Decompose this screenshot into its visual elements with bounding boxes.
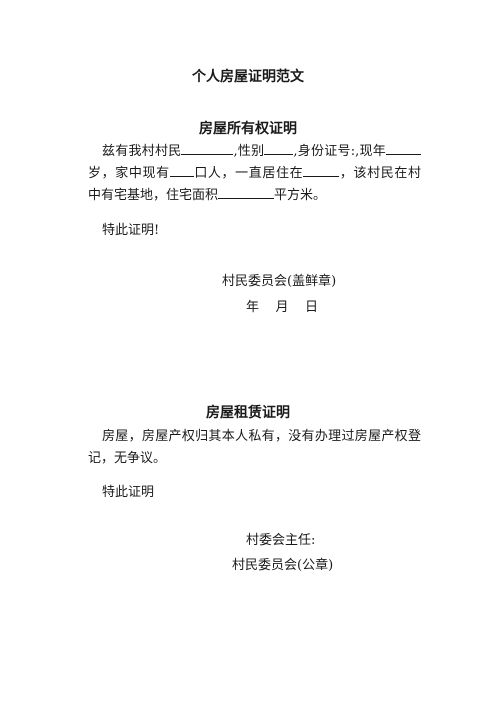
ownership-date: 年 月 日 [246, 300, 319, 315]
rental-closing: 特此证明 [102, 485, 155, 500]
director-signature: 村委会主任: [246, 533, 316, 548]
rental-paragraph: 房屋，房屋产权归其本人私有，没有办理过房屋产权登记，无争议。 [88, 429, 421, 466]
ownership-signature: 村民委员会(盖鲜章) [222, 274, 337, 289]
rental-heading: 房屋租赁证明 [206, 405, 290, 421]
age-blank [385, 141, 421, 155]
ownership-text-2: ,性别 [233, 144, 265, 159]
household-blank [169, 163, 194, 177]
document-title: 个人房屋证明范文 [192, 69, 304, 85]
ownership-closing: 特此证明! [102, 223, 160, 238]
gender-blank [264, 141, 294, 155]
ownership-text-1: 兹有我村村民 [102, 144, 182, 159]
area-blank [218, 185, 275, 199]
name-blank [181, 141, 234, 155]
ownership-text-6: ，该村民在村中有宅基地，住宅面积 [88, 166, 421, 203]
ownership-text-4: 岁，家中现有 [88, 166, 170, 181]
ownership-text-7: 平方米。 [274, 188, 327, 203]
committee-seal: 村民委员会(公章) [232, 558, 334, 573]
residence-blank [303, 163, 340, 177]
ownership-text-5: 口人，一直居住在 [193, 166, 304, 181]
ownership-heading: 房屋所有权证明 [199, 121, 297, 137]
ownership-paragraph: 兹有我村村民 ,性别 ,身份证号:,现年岁，家中现有 口人，一直居住在，该村民在村中有… [88, 141, 421, 207]
ownership-text-3: ,身份证号:,现年 [293, 144, 386, 159]
